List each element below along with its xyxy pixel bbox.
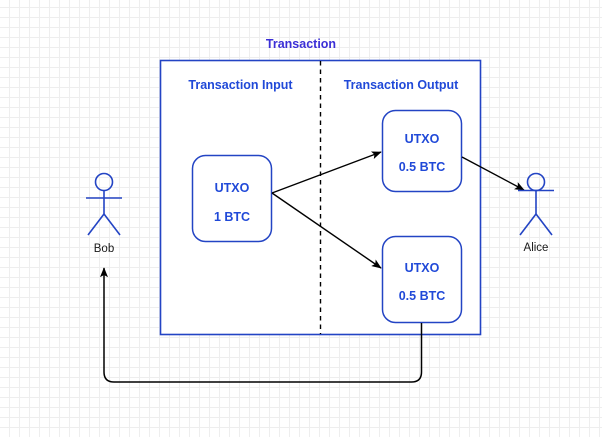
alice-label: Alice bbox=[523, 242, 549, 254]
output-utxo-top-label: UTXO bbox=[404, 132, 440, 146]
input-utxo-amount: 1 BTC bbox=[213, 210, 251, 224]
transaction-output-title: Transaction Output bbox=[343, 78, 459, 92]
output-utxo-box-top[interactable] bbox=[381, 109, 463, 193]
transaction-input-title: Transaction Input bbox=[188, 78, 293, 92]
bob-figure bbox=[86, 172, 122, 236]
alice-leg-right bbox=[535, 213, 553, 236]
bob-leg-left bbox=[87, 213, 105, 236]
arrow-output-bottom-to-bob bbox=[100, 267, 423, 383]
output-utxo-top-amount: 0.5 BTC bbox=[398, 160, 446, 174]
transaction-title: Transaction bbox=[265, 37, 337, 51]
arrow-output-top-to-alice bbox=[461, 156, 525, 191]
output-utxo-bottom-amount: 0.5 BTC bbox=[398, 289, 446, 303]
alice-leg-left bbox=[519, 213, 537, 236]
bob-label: Bob bbox=[93, 243, 115, 255]
bob-head-icon bbox=[94, 172, 114, 192]
alice-head-icon bbox=[526, 172, 546, 192]
arrow-input-to-output-bottom bbox=[271, 192, 382, 269]
output-utxo-bottom-label: UTXO bbox=[404, 261, 440, 275]
bob-leg-right bbox=[103, 213, 121, 236]
alice-figure bbox=[518, 172, 554, 236]
arrow-input-to-output-top bbox=[271, 151, 382, 194]
input-utxo-label: UTXO bbox=[214, 181, 250, 195]
input-utxo-box[interactable] bbox=[191, 154, 273, 243]
output-utxo-box-bottom[interactable] bbox=[381, 235, 463, 324]
